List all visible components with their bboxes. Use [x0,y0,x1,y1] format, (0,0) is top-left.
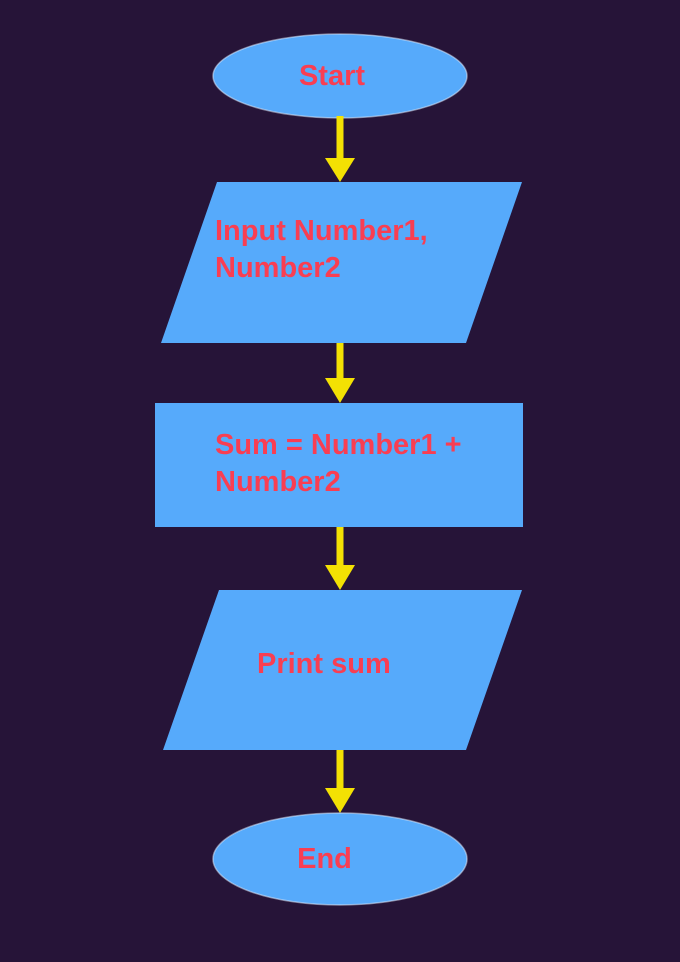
connector-start-to-input [325,116,355,182]
output-node-label: Print sum [257,648,391,680]
arrowhead-down-icon [325,788,355,813]
output-node-shape [163,590,522,750]
input-node-label-line2: Number2 [215,252,341,284]
process-node-label: Sum = Number1 + Number2 [215,427,462,501]
start-node-label: Start [298,59,366,92]
end-node-label: End [297,843,352,875]
arrowhead-down-icon [325,565,355,590]
input-node-label-line1: Input Number1, [215,215,428,247]
input-node-shape [161,182,522,343]
arrowhead-down-icon [325,378,355,403]
connector-input-to-process [325,343,355,403]
process-node-label-line2: Number2 [215,466,341,498]
input-node-label: Input Number1, Number2 [215,213,428,287]
process-node-shape [155,403,523,527]
connector-process-to-output [325,527,355,590]
connector-output-to-end [325,750,355,813]
process-node-label-line1: Sum = Number1 + [215,429,462,461]
arrowhead-down-icon [325,158,355,182]
end-node-shape [212,812,468,906]
